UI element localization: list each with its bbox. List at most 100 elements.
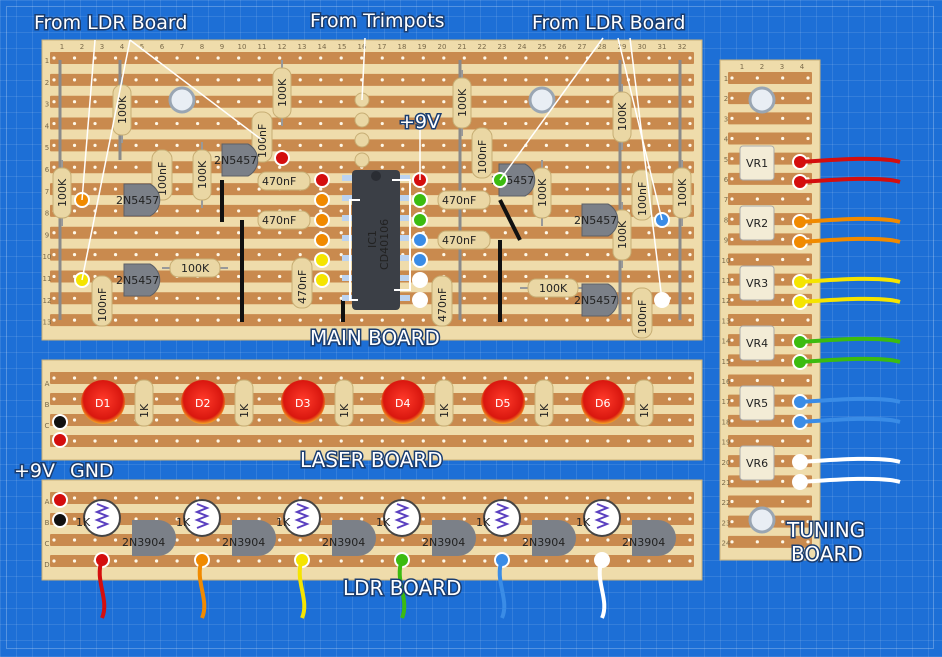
trimpot-label: VR6 [746,457,768,470]
ldr-board-hole [278,496,282,500]
main-board-hole [565,78,569,82]
main-board-hole [237,253,241,257]
main-board-hole [257,231,261,235]
capacitor-470nf: 470nF [291,257,313,309]
laser-board-hole [134,439,138,443]
main-board-hole [606,78,610,82]
main-board-hole [606,165,610,169]
laser-board-copper-strip [50,435,694,447]
ldr-transistor-body [332,520,376,556]
callout-line [499,37,604,181]
laser-resistor: 1K [634,379,654,427]
callout-from-ldr-left: From LDR Board [34,12,187,34]
resistor-value: 100K [56,178,69,207]
laser-board-hole [319,418,323,422]
main-board-hole [319,165,323,169]
tuning-board-hole [781,520,785,524]
capacitor-value: 100nF [476,140,489,174]
tuning-row-number: 24 [722,540,731,548]
main-board-hole [606,318,610,322]
ldr-board-hole [298,538,302,542]
column-number: 10 [238,43,247,51]
main-board-hole [175,56,179,60]
trimpot-wire [799,476,901,484]
tuning-row-number: 18 [722,418,731,426]
tuning-row-number: 9 [724,237,728,245]
main-board-hole [565,121,569,126]
main-board-hole [483,253,487,257]
main-board-hole [667,78,672,82]
main-board-hole [72,187,77,191]
main-board-hole [237,56,241,60]
main-board-hole [237,209,241,213]
row-number: 11 [43,275,52,283]
laser-board-hole [421,418,425,422]
laser-resistor: 1K [534,379,554,427]
main-board-hole [442,253,446,257]
row-number: 8 [45,210,49,218]
laser-board-hole [360,376,364,380]
laser-board-hole [503,439,507,443]
tuning-board-hole [730,237,734,241]
ldr-trace [494,503,510,529]
trimpot-body [739,205,775,241]
laser-board-hole [626,376,631,380]
tuning-board-hole [781,459,785,463]
ldr-board-hole [421,538,425,542]
resistor-body [527,278,579,298]
laser-board-hole [319,439,323,443]
ldr-board-hole [667,559,672,563]
laser-board-hole [483,418,487,422]
laser-board-hole [216,418,220,422]
main-board-hole [667,209,672,213]
main-board-hole [688,253,692,257]
main-board-hole [667,56,672,60]
laser-board-hole [257,397,261,401]
tuning-board-hole [730,298,734,302]
column-number: 15 [338,43,347,51]
resistor-100k: 100K [452,70,472,136]
ldr-board-hole [113,496,118,500]
main-board-hole [380,56,384,60]
canvas-frame [6,6,934,649]
laser-board-hole [688,397,692,401]
pad-white [412,272,428,288]
column-number: 24 [518,43,527,51]
capacitor-body [631,287,653,339]
main-board-hole [113,296,118,300]
main-board-hole [462,274,466,279]
ldr-board-hole [216,496,220,500]
main-board-hole [483,78,487,82]
main-board-hole [442,209,446,213]
main-board-hole [237,318,241,322]
main-board-hole [688,121,692,126]
main-board-hole [585,165,590,169]
ldr-board-hole [585,496,590,500]
ldr-output-wire [297,559,307,619]
main-board-hole [565,100,569,104]
main-board-hole [565,253,569,257]
trimpot-wire [799,396,901,404]
main-board-hole [278,231,282,235]
transistor-label: 2N5457 [116,274,159,287]
pad-yellow [314,272,330,288]
trimpot-body [739,385,775,421]
ldr-board-copper-strip [50,492,694,504]
main-board-hole [237,100,241,104]
main-board-hole [72,296,77,300]
tuning-row-number: 20 [722,459,731,467]
main-board-hole [626,296,631,300]
trimpot-label: VR2 [746,217,768,230]
main-board-hole [667,253,672,257]
resistor-body [234,379,254,427]
main-board-hole [298,100,302,104]
laser-row-letter: B [45,401,50,409]
main-board-hole [52,165,56,169]
main-board-hole [52,253,56,257]
resistor-body [169,258,221,278]
tuning-board-hole [781,419,785,423]
resistor-100k: 100K [272,60,292,126]
main-board-hole [503,100,507,104]
capacitor-value: 470nF [262,214,296,227]
